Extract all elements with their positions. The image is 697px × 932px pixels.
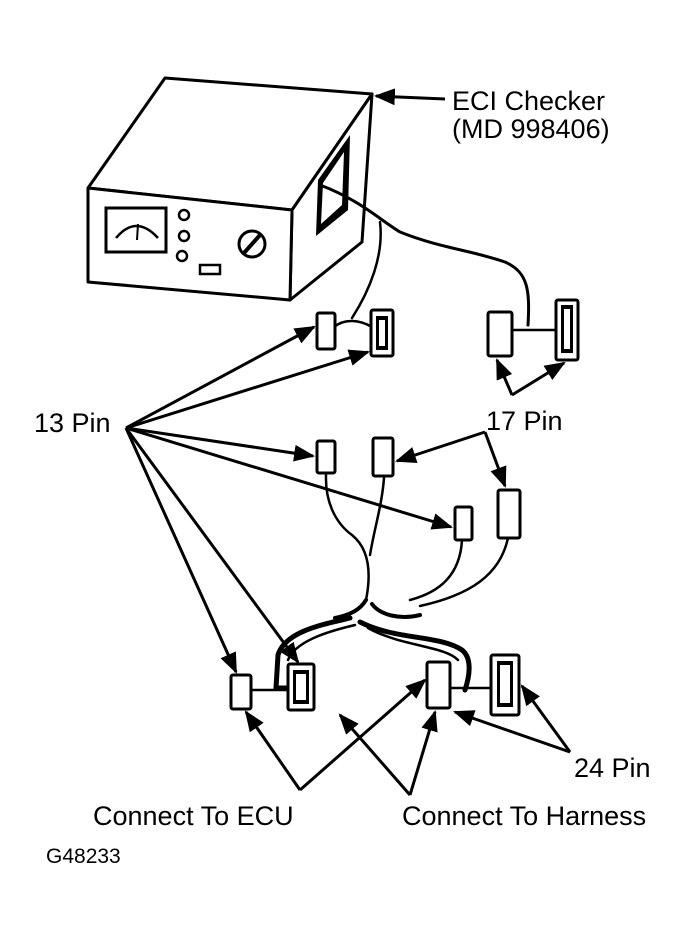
connector-harness-small [425, 660, 452, 710]
label-connect-to-ecu: Connect To ECU [93, 801, 294, 831]
checker-selector-knob [237, 229, 267, 259]
connector-ecu-large [286, 662, 316, 712]
connector-17pin-mid-b [496, 488, 522, 540]
connector-17pin-mid-a [371, 436, 395, 478]
label-eci-checker: ECI Checker [452, 86, 606, 116]
connector-17pin-left [486, 310, 514, 358]
label-eci-checker-part: (MD 998406) [452, 114, 610, 144]
label-13-pin: 13 Pin [34, 408, 111, 438]
cable-harness [248, 183, 557, 693]
connector-13pin-upper-right [369, 308, 395, 358]
label-24-pin: 24 Pin [574, 753, 651, 783]
connector-17pin-right [554, 298, 580, 362]
connector-13pin-mid-a [315, 439, 337, 475]
label-17-pin: 17 Pin [486, 406, 563, 436]
label-connect-to-harness: Connect To Harness [402, 801, 647, 831]
checker-switch [198, 263, 222, 276]
connector-harness-large [489, 653, 521, 717]
connector-13pin-mid-b [453, 505, 474, 542]
leader-arrows [124, 88, 572, 796]
checker-indicator-lamps [175, 208, 191, 263]
checker-meter [104, 206, 168, 254]
connector-13pin-upper-left [315, 311, 337, 351]
figure-code: G48233 [46, 845, 121, 868]
connector-ecu-small [229, 673, 253, 711]
